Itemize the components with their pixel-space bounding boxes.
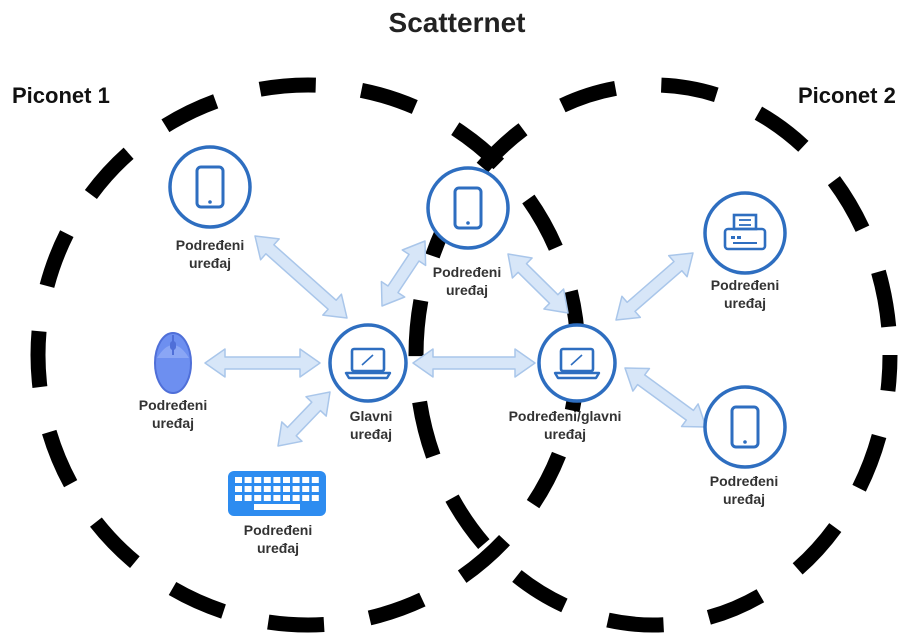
keyboard-key xyxy=(302,495,310,501)
keyboard-key xyxy=(283,495,290,501)
device-label-line1: Podređeni xyxy=(176,237,244,253)
keyboard-key xyxy=(273,486,281,492)
device-tablet-piconet1: Podređeni uređaj xyxy=(168,145,252,271)
device-tablet-piconet2: Podređeni uređaj xyxy=(703,385,787,507)
device-label-line1: Glavni xyxy=(350,408,393,424)
device-label-line2: uređaj xyxy=(446,282,488,298)
device-mouse: Podređeni uređaj xyxy=(139,332,207,431)
keyboard-key xyxy=(244,486,252,492)
device-bridge-laptop: Podređeni/glavni uređaj xyxy=(509,323,622,442)
piconet2-boundary xyxy=(408,77,898,633)
device-keyboard: Podređeni uređaj xyxy=(228,471,326,556)
arrow-master-bridge xyxy=(412,348,536,378)
device-label-line1: Podređeni xyxy=(244,522,312,538)
device-label-line2: uređaj xyxy=(350,426,392,442)
keyboard-key xyxy=(263,486,271,492)
arrow-tabletshared-master xyxy=(380,240,427,307)
keyboard-spacebar xyxy=(254,504,300,510)
device-printer: Podređeni uređaj xyxy=(703,191,787,311)
keyboard-key xyxy=(254,477,262,483)
arrow-bridge-tablet2 xyxy=(624,367,707,428)
arrow-tablet1-master xyxy=(254,235,348,319)
arrow-printer-bridge xyxy=(615,252,694,321)
keyboard-key xyxy=(292,486,300,492)
keyboard-key xyxy=(254,486,262,492)
device-label-line2: uređaj xyxy=(152,415,194,431)
device-label-line2: uređaj xyxy=(257,540,299,556)
device-label-line1: Podređeni xyxy=(433,264,501,280)
device-label-line1: Podređeni xyxy=(710,473,778,489)
keyboard-key xyxy=(311,486,319,492)
piconet2-label: Piconet 2 xyxy=(798,83,896,108)
keyboard-key xyxy=(283,477,290,483)
keyboard-key xyxy=(263,477,271,483)
keyboard-key xyxy=(311,495,319,501)
keyboard-key xyxy=(235,495,242,501)
keyboard-key xyxy=(244,477,252,483)
keyboard-key xyxy=(263,495,271,501)
keyboard-key xyxy=(235,486,242,492)
device-label-line1: Podređeni xyxy=(139,397,207,413)
arrow-tabletshared-bridge xyxy=(507,253,569,314)
keyboard-key xyxy=(283,486,290,492)
device-label-line2: uređaj xyxy=(724,295,766,311)
keyboard-key xyxy=(311,477,319,483)
device-label-line1: Podređeni xyxy=(711,277,779,293)
keyboard-key xyxy=(302,486,310,492)
keyboard-key xyxy=(292,495,300,501)
keyboard-key xyxy=(302,477,310,483)
keyboard-key xyxy=(273,495,281,501)
keyboard-key xyxy=(292,477,300,483)
device-master-laptop: Glavni uređaj xyxy=(328,323,408,442)
keyboard-key xyxy=(254,495,262,501)
device-label-line2: uređaj xyxy=(189,255,231,271)
arrow-mouse-master xyxy=(204,348,321,378)
keyboard-icon xyxy=(228,471,326,516)
device-label-line1: Podređeni/glavni xyxy=(509,408,622,424)
keyboard-key xyxy=(235,477,242,483)
connections xyxy=(204,235,707,447)
keyboard-key xyxy=(273,477,281,483)
keyboard-key xyxy=(244,495,252,501)
device-label-line2: uređaj xyxy=(723,491,765,507)
device-tablet-shared: Podređeni uređaj xyxy=(426,166,510,298)
mouse-icon xyxy=(154,332,192,394)
piconet1-label: Piconet 1 xyxy=(12,83,110,108)
arrow-keyboard-master xyxy=(277,391,331,447)
diagram-title: Scatternet xyxy=(389,7,526,38)
device-label-line2: uređaj xyxy=(544,426,586,442)
